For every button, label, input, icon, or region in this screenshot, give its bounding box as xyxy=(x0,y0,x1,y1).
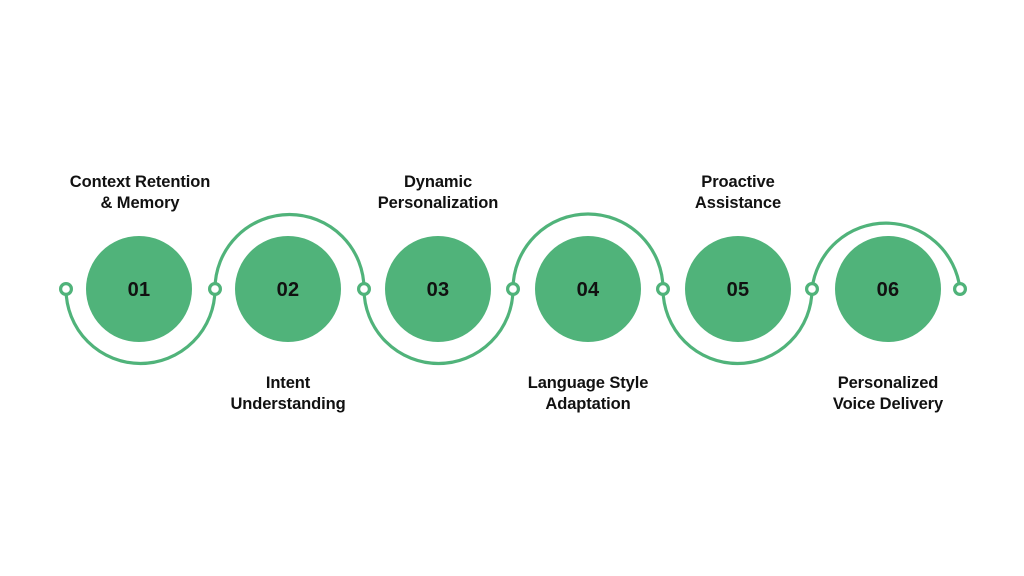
wave-arc-4 xyxy=(511,212,665,291)
connector-node-4 xyxy=(655,282,670,297)
labels-below-group: Intent Understanding Language Style Adap… xyxy=(230,374,944,413)
step-label-05-line1: Proactive xyxy=(701,173,774,191)
connector-node-3 xyxy=(506,282,521,297)
step-label-01-line2: & Memory xyxy=(101,194,181,212)
step-circle-02[interactable] xyxy=(235,236,341,342)
step-number-03: 03 xyxy=(427,279,450,301)
step-circle-03[interactable] xyxy=(385,236,491,342)
step-label-01-line1: Context Retention xyxy=(70,173,210,191)
step-numbers-group: 01 02 03 04 05 06 xyxy=(128,279,900,301)
step-label-05-line2: Assistance xyxy=(695,194,781,212)
step-label-06-line2: Voice Delivery xyxy=(833,395,944,413)
step-label-03-line1: Dynamic xyxy=(404,173,472,191)
step-label-04-line2: Adaptation xyxy=(545,395,630,413)
step-circle-06[interactable] xyxy=(835,236,941,342)
step-label-06-line1: Personalized xyxy=(838,374,939,392)
step-label-02-line1: Intent xyxy=(266,374,311,392)
connector-node-2 xyxy=(357,282,372,297)
step-circles-group xyxy=(86,236,941,342)
connector-node-1 xyxy=(208,282,223,297)
step-circle-01[interactable] xyxy=(86,236,192,342)
step-circle-05[interactable] xyxy=(685,236,791,342)
wave-arc-2 xyxy=(213,212,366,291)
wave-arc-5 xyxy=(661,287,814,366)
connector-node-5 xyxy=(804,282,819,297)
step-number-06: 06 xyxy=(877,279,900,301)
step-number-04: 04 xyxy=(577,279,600,301)
connector-node-end xyxy=(952,282,967,297)
connector-node-start xyxy=(58,282,73,297)
step-label-03-line2: Personalization xyxy=(378,194,498,212)
step-circle-04[interactable] xyxy=(535,236,641,342)
step-number-02: 02 xyxy=(277,279,300,301)
step-label-02-line2: Understanding xyxy=(230,395,345,413)
labels-above-group: Context Retention & Memory Dynamic Perso… xyxy=(70,173,781,212)
wave-arc-3 xyxy=(362,287,515,366)
connector-nodes-group xyxy=(58,282,967,297)
step-label-04-line1: Language Style xyxy=(528,374,649,392)
wave-connector-group xyxy=(64,212,962,366)
step-number-01: 01 xyxy=(128,279,151,301)
wave-arc-6 xyxy=(810,221,962,291)
step-number-05: 05 xyxy=(727,279,750,301)
wave-arc-1 xyxy=(64,287,217,366)
